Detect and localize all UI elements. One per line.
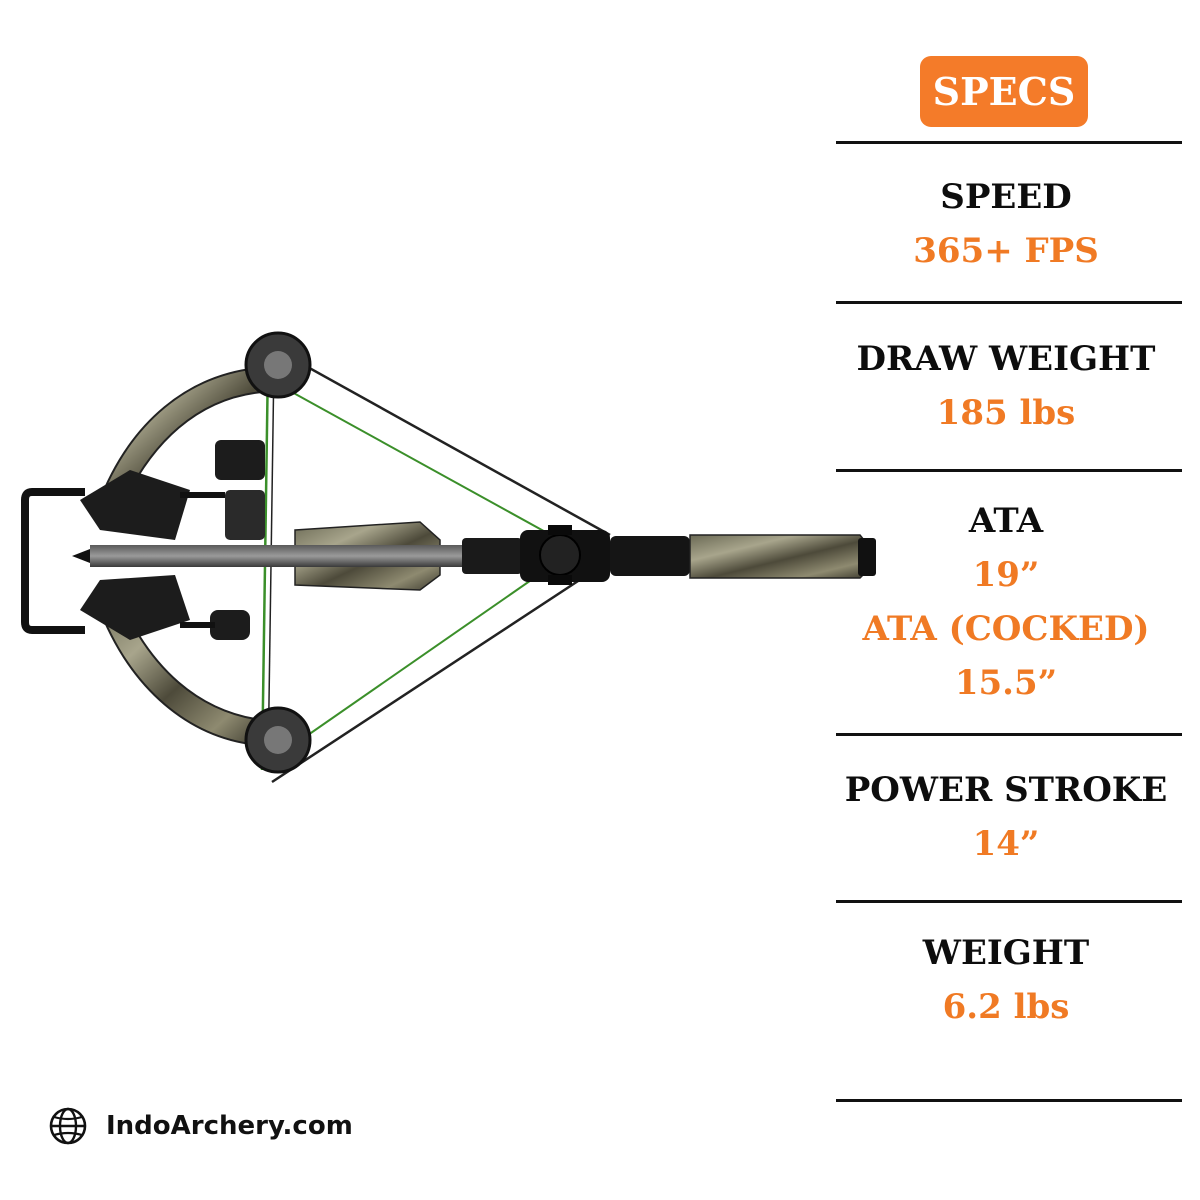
specs-badge: SPECS — [920, 56, 1088, 127]
spec-value-weight: 6.2 lbs — [942, 987, 1070, 1027]
divider — [836, 141, 1182, 144]
divider — [836, 1099, 1182, 1102]
spec-value-draw-weight: 185 lbs — [936, 393, 1076, 433]
spec-label-draw-weight: DRAW WEIGHT — [856, 339, 1156, 379]
spec-label-ata: ATA — [968, 501, 1044, 541]
spec-value-ata-cocked: 15.5” — [954, 663, 1058, 703]
spec-label-power-stroke: POWER STROKE — [844, 770, 1168, 810]
spec-value-ata: 19” — [972, 555, 1040, 595]
website-link[interactable]: IndoArchery.com — [106, 1111, 353, 1141]
spec-label-speed: SPEED — [940, 177, 1072, 217]
globe-icon — [49, 1107, 87, 1145]
spec-value-speed: 365+ FPS — [913, 231, 1099, 271]
divider — [836, 469, 1182, 472]
spec-value-power-stroke: 14” — [972, 824, 1040, 864]
spec-value-ata-cocked-label: ATA (COCKED) — [862, 609, 1150, 649]
spec-label-weight: WEIGHT — [922, 933, 1090, 973]
divider — [836, 900, 1182, 903]
divider — [836, 733, 1182, 736]
crossbow-image — [21, 331, 876, 784]
divider — [836, 301, 1182, 304]
footer: IndoArchery.com — [48, 1106, 353, 1146]
